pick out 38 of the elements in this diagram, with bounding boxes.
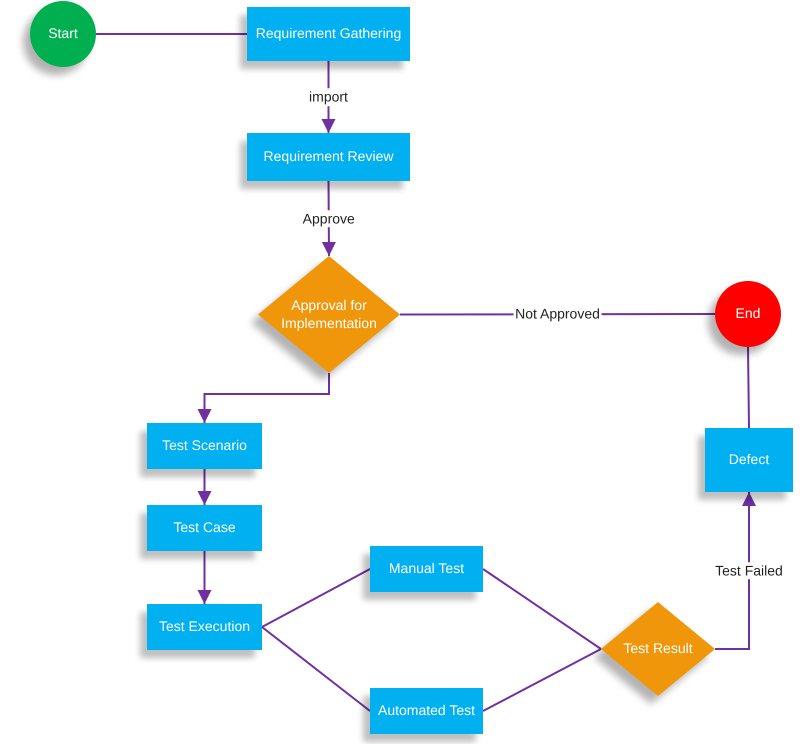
connector-line xyxy=(261,626,371,712)
node-label: End xyxy=(736,305,760,323)
decision-diamond xyxy=(258,256,400,373)
process-box xyxy=(370,688,483,734)
connector-line xyxy=(482,648,602,712)
node-label: Defect xyxy=(728,451,770,469)
node-label: Test Case xyxy=(173,519,236,537)
connector-line xyxy=(747,346,750,428)
process-box xyxy=(147,423,262,469)
edge-label: Approve xyxy=(300,210,357,228)
arrow xyxy=(198,469,212,505)
connector-line xyxy=(482,568,602,650)
arrow xyxy=(715,492,756,650)
node-label: Start xyxy=(48,25,78,43)
node-label: Approval for Implementation xyxy=(281,297,377,332)
process-box xyxy=(147,505,262,551)
edge-label: Test Failed xyxy=(713,562,785,580)
node-label: Manual Test xyxy=(388,560,464,578)
edge-label: import xyxy=(307,88,350,106)
arrow xyxy=(198,551,212,604)
node-label: Test Scenario xyxy=(162,437,247,455)
arrow xyxy=(198,373,330,423)
node-label: Requirement Gathering xyxy=(256,25,402,43)
node-label: Automated Test xyxy=(378,702,476,720)
edge-label: Not Approved xyxy=(513,306,602,323)
end-circle xyxy=(715,281,781,347)
connector-line xyxy=(96,33,247,35)
node-label: Test Result xyxy=(623,640,693,658)
connector-line xyxy=(262,568,370,628)
process-box xyxy=(147,604,262,650)
start-circle xyxy=(30,1,96,67)
process-box xyxy=(370,546,483,592)
decision-diamond xyxy=(601,602,715,696)
process-box xyxy=(705,428,793,492)
process-box xyxy=(247,133,410,181)
node-label: Test Execution xyxy=(158,618,250,636)
process-box xyxy=(247,7,410,61)
node-label: Requirement Review xyxy=(264,148,394,166)
